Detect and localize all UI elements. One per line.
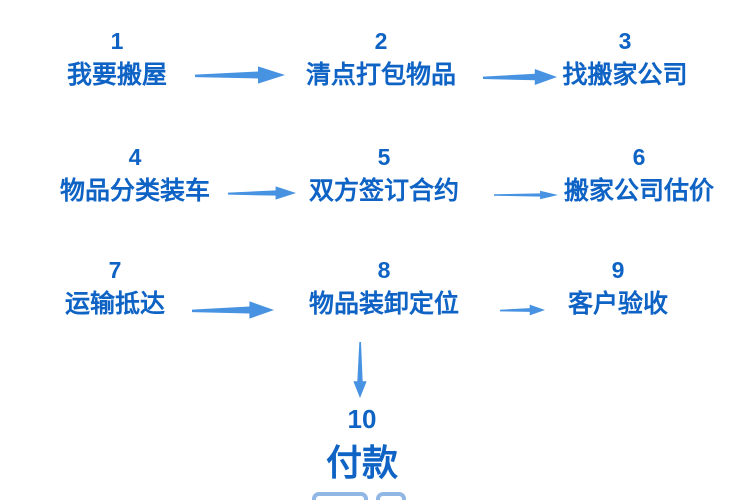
arrow-right-icon-1-2 xyxy=(195,62,285,88)
step-9: 9 客户验收 xyxy=(568,257,668,319)
step-10-number: 10 xyxy=(347,404,377,434)
step-2-number: 2 xyxy=(374,28,388,54)
arrow-right-icon-5-6 xyxy=(494,187,558,203)
step-1-label: 我要搬屋 xyxy=(66,60,168,89)
arrow-right-icon-2-3 xyxy=(483,65,557,89)
step-2: 2 清点打包物品 xyxy=(306,28,456,90)
step-7-number: 7 xyxy=(108,257,122,283)
step-4-label: 物品分类装车 xyxy=(59,176,211,205)
step-1-number: 1 xyxy=(110,28,124,54)
step-3-label: 找搬家公司 xyxy=(562,60,688,89)
step-5-number: 5 xyxy=(377,144,391,170)
step-2-label: 清点打包物品 xyxy=(305,60,457,89)
arrow-right-icon-8-9 xyxy=(500,302,545,318)
step-10-label: 付款 xyxy=(325,442,399,484)
step-6-number: 6 xyxy=(632,144,646,170)
step-1: 1 我要搬屋 xyxy=(67,28,167,90)
step-3: 3 找搬家公司 xyxy=(562,28,687,90)
step-7-label: 运输抵达 xyxy=(64,289,166,318)
step-9-label: 客户验收 xyxy=(567,289,669,318)
arrow-right-icon-4-5 xyxy=(228,183,296,203)
step-6-label: 搬家公司估价 xyxy=(563,176,715,205)
clipped-bottom-text-fragment xyxy=(312,492,408,500)
arrow-down-icon-8-10 xyxy=(350,342,370,398)
step-5: 5 双方签订合约 xyxy=(309,144,459,206)
step-5-label: 双方签订合约 xyxy=(308,176,460,205)
step-6: 6 搬家公司估价 xyxy=(564,144,714,206)
step-8-label: 物品装卸定位 xyxy=(308,289,460,318)
step-10: 10 付款 xyxy=(326,404,398,484)
step-8: 8 物品装卸定位 xyxy=(309,257,459,319)
arrow-right-icon-7-8 xyxy=(192,297,274,323)
step-4-number: 4 xyxy=(128,144,142,170)
clipped-glyph-top xyxy=(312,492,368,500)
step-8-number: 8 xyxy=(377,257,391,283)
clipped-glyph-top xyxy=(376,492,406,500)
step-4: 4 物品分类装车 xyxy=(60,144,210,206)
step-3-number: 3 xyxy=(618,28,632,54)
step-7: 7 运输抵达 xyxy=(65,257,165,319)
step-9-number: 9 xyxy=(611,257,625,283)
